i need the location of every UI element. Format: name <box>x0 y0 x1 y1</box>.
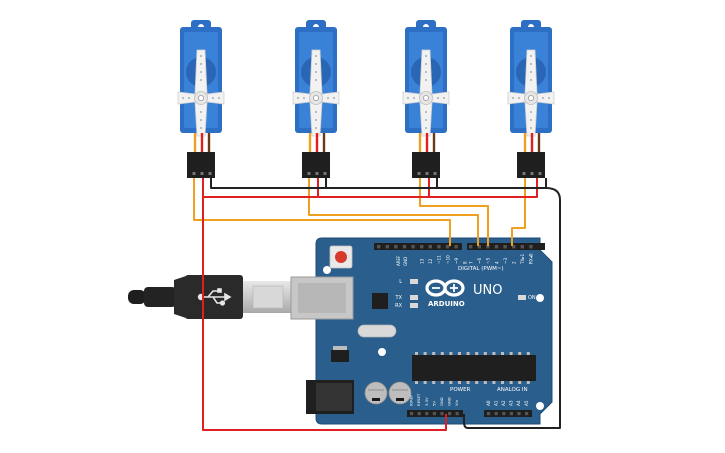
digital-pin-label: 8 <box>463 261 468 264</box>
atmega-chip <box>412 352 536 384</box>
digital-label: DIGITAL (PWM~) <box>458 266 504 272</box>
servo-motor[interactable] <box>402 20 450 178</box>
led-on <box>518 295 526 300</box>
digital-header[interactable] <box>374 243 545 250</box>
digital-pin-label: ~5 <box>486 257 491 264</box>
power-pin-label: IOREF <box>409 395 414 406</box>
servo-connector[interactable] <box>302 152 330 178</box>
aref-label: AREF <box>396 255 401 266</box>
power-header[interactable] <box>407 410 463 417</box>
power-label: POWER <box>450 387 471 393</box>
usb-cable[interactable] <box>128 275 291 319</box>
led-on-label: ON <box>528 295 536 301</box>
servo-horn-icon <box>292 49 340 137</box>
analog-pin-label: A3 <box>509 400 514 406</box>
led-rx-label: RX <box>395 303 402 309</box>
arduino-logo-text: ARDUINO <box>428 300 465 308</box>
servo-motor[interactable] <box>507 20 555 178</box>
mounting-hole <box>536 294 544 302</box>
analog-header[interactable] <box>484 410 532 417</box>
signal-wire-3[interactable] <box>419 178 489 246</box>
analog-pin-label: A5 <box>524 400 529 406</box>
voltage-regulator <box>331 350 349 362</box>
signal-wire-4[interactable] <box>511 178 526 246</box>
digital-pin-label: 12 <box>428 258 433 264</box>
analog-pin-label: A4 <box>516 400 521 406</box>
ground-wire-gnd[interactable] <box>463 178 561 429</box>
capacitor <box>388 381 412 405</box>
digital-pin-label: 7 <box>469 261 474 264</box>
digital-pin-label: ~10 <box>445 255 450 264</box>
digital-pin-label: TX▸1 <box>520 253 525 265</box>
servo-horn-icon <box>507 49 555 137</box>
analog-pin-label: A2 <box>501 400 506 406</box>
power-pin-label: 3.3V <box>424 397 429 406</box>
power-pin-label: GND <box>447 397 452 406</box>
reset-button[interactable] <box>329 245 353 269</box>
usb-chip <box>372 293 388 309</box>
power-wire-5v[interactable] <box>202 197 447 431</box>
digital-pin-label: ~11 <box>437 255 442 264</box>
servo-motor[interactable] <box>292 20 340 178</box>
power-pin-label: Vin <box>454 399 459 406</box>
servo-connector[interactable] <box>412 152 440 178</box>
signal-wire-1[interactable] <box>193 178 451 246</box>
board-model: UNO <box>473 283 502 298</box>
crystal-oscillator <box>357 324 397 338</box>
gnd-label: GND <box>403 257 408 266</box>
led-l-label: L <box>399 279 402 285</box>
digital-pin-label: 13 <box>420 258 425 264</box>
wires <box>193 178 561 431</box>
digital-pin-label: 2 <box>512 261 517 264</box>
analog-pin-label: A1 <box>493 400 498 406</box>
led-l <box>410 279 418 284</box>
servo-horn-icon <box>177 49 225 137</box>
power-pin-label: 5V <box>431 401 436 406</box>
servo-connector[interactable] <box>187 152 215 178</box>
servo-horn-icon <box>402 49 450 137</box>
capacitor <box>364 381 388 405</box>
digital-pin-label: ~9 <box>454 257 459 264</box>
mounting-hole <box>536 402 544 410</box>
analog-label: ANALOG IN <box>497 387 528 393</box>
power-pin-label: GND <box>439 397 444 406</box>
servo-motor[interactable] <box>177 20 225 178</box>
ground-wire-bus[interactable] <box>210 178 546 189</box>
servo-connector[interactable] <box>517 152 545 178</box>
led-tx-label: TX <box>395 295 403 301</box>
digital-pin-label: ~3 <box>503 257 508 264</box>
mounting-hole <box>378 348 386 356</box>
digital-pin-label: ~6 <box>477 257 482 264</box>
digital-pin-label: RX◂0 <box>529 253 534 264</box>
power-pin-label: RESET <box>416 393 421 406</box>
digital-pin-label: 4 <box>494 261 499 264</box>
led-rx <box>410 303 418 308</box>
analog-pin-label: A0 <box>486 400 491 406</box>
mounting-hole <box>323 266 331 274</box>
led-tx <box>410 295 418 300</box>
arduino-logo-icon <box>425 279 465 297</box>
